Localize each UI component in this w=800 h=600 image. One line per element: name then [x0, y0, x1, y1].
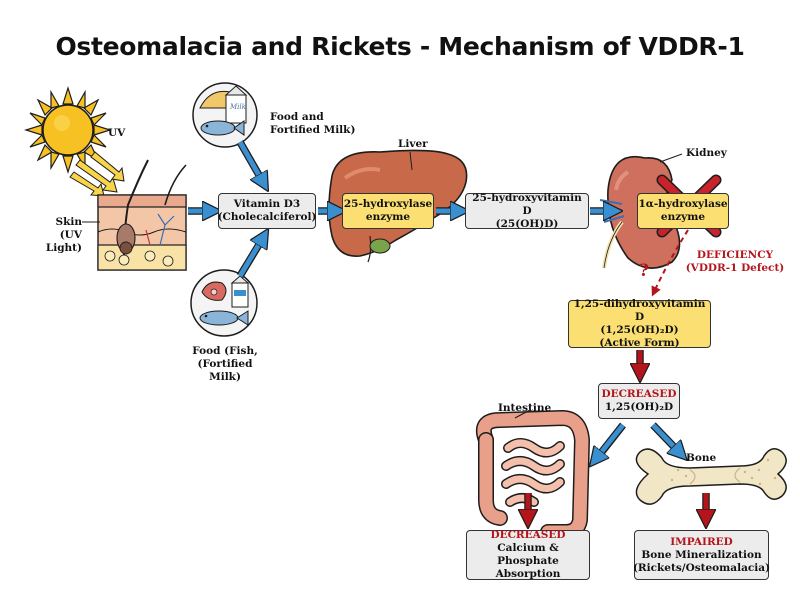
bone-outcome-box: IMPAIRED Bone Mineralization (Rickets/Os…: [632, 530, 771, 580]
food-bottom-label-line2: (Fortified Milk): [197, 358, 253, 383]
intestine-outcome-box: DECREASED Calcium & Phosphate Absorption: [466, 529, 590, 580]
bone-outcome-line3: (Rickets/Osteomalacia): [632, 561, 771, 574]
liver-label: Liver: [398, 138, 428, 150]
intestine-outcome-line2: Calcium & Phosphate: [497, 542, 559, 567]
bone-illustration: [635, 448, 787, 505]
intestine-outcome-line1: DECREASED: [490, 529, 566, 541]
uv-label: UV: [108, 127, 126, 139]
intestine-outcome-line3: Absorption: [495, 568, 561, 580]
decreased-125-box: DECREASED 1,25(OH)₂D: [598, 383, 680, 419]
bone-outcome-line2: Bone Mineralization: [641, 548, 762, 561]
alpha-hydroxylase-line2: enzyme: [660, 211, 706, 223]
skin-label-line2: (UV Light): [45, 229, 82, 254]
bone-outcome-line1: IMPAIRED: [670, 535, 733, 548]
active-form-line3: (Active Form): [599, 337, 680, 349]
food-bottom-label: Food (Fish, (Fortified Milk): [180, 345, 270, 384]
deficiency-label-line1: DEFICIENCY: [696, 249, 774, 261]
active-form-line1: 1,25-dihydroxyvitamin D: [573, 298, 706, 323]
decreased-125-line2: 1,25(OH)₂D: [604, 401, 674, 413]
deficiency-label: DEFICIENCY (VDDR-1 Defect): [680, 249, 790, 275]
vitamin-d3-line2: (Cholecalciferol): [217, 211, 317, 223]
alpha-hydroxylase-line1: 1α-hydroxylase: [638, 198, 728, 210]
deficiency-dashed-arrow: [651, 229, 689, 297]
hydroxyvitamin-25-line2: (25(OH)D): [495, 217, 559, 230]
hydroxylase-25-box: 25-hydroxylase enzyme: [342, 193, 434, 229]
uncertain-conversion-question-mark: ?: [639, 261, 649, 281]
hydroxyvitamin-25-box: 25-hydroxyvitamin D (25(OH)D): [465, 191, 589, 230]
food-top-label-line1: Food and: [270, 111, 324, 123]
hydroxyvitamin-25-line1: 25-hydroxyvitamin D: [472, 191, 582, 217]
food-fish-icon: [190, 269, 258, 337]
skin-label-line1: Skin: [55, 216, 82, 228]
skin-label: Skin (UV Light): [30, 216, 82, 255]
food-bottom-label-line1: Food (Fish,: [192, 345, 258, 357]
effect-arrows: [528, 350, 706, 520]
food-milk-icon: [192, 82, 258, 148]
active-form-box: 1,25-dihydroxyvitamin D (1,25(OH)₂D) (Ac…: [568, 298, 711, 349]
food-top-label-line2: Fortified Milk): [270, 124, 356, 136]
deficiency-label-line2: (VDDR-1 Defect): [685, 262, 785, 274]
active-form-line2: (1,25(OH)₂D): [600, 324, 679, 336]
milk-carton-label: Milk: [230, 103, 246, 111]
vitamin-d3-line1: Vitamin D3: [233, 198, 301, 210]
intestine-label: Intestine: [498, 402, 552, 414]
kidney-label: Kidney: [686, 147, 727, 159]
alpha-hydroxylase-box: 1α-hydroxylase enzyme: [637, 193, 729, 229]
skin-illustration: [97, 159, 187, 271]
pathway-arrows: [188, 140, 681, 460]
hydroxylase-25-line2: enzyme: [365, 211, 411, 223]
page-title: Osteomalacia and Rickets - Mechanism of …: [55, 32, 745, 61]
bone-label: Bone: [686, 452, 717, 464]
vitamin-d3-box: Vitamin D3 (Cholecalciferol): [218, 193, 316, 229]
food-top-label: Food and Fortified Milk): [270, 111, 355, 137]
uv-ray-arrows: [69, 151, 125, 197]
hydroxylase-25-line1: 25-hydroxylase: [343, 198, 433, 210]
decreased-125-line1: DECREASED: [601, 388, 677, 400]
sun-icon: [23, 85, 113, 175]
